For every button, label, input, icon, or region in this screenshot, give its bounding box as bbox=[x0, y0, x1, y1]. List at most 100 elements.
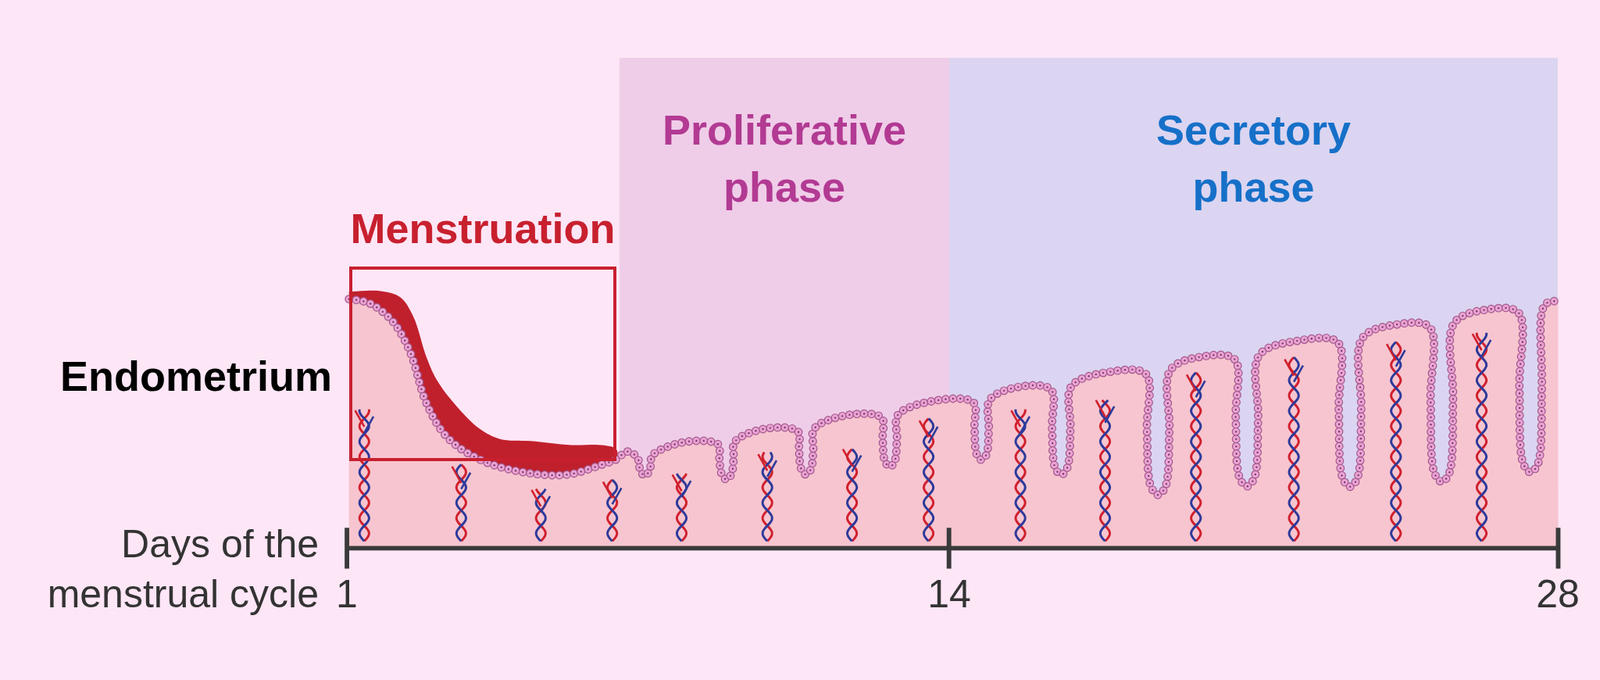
cell-nucleus bbox=[1360, 437, 1362, 440]
cell-nucleus bbox=[1198, 356, 1200, 358]
cell-nucleus bbox=[1056, 470, 1058, 472]
cell-nucleus bbox=[891, 464, 893, 466]
cell-nucleus bbox=[1451, 420, 1454, 422]
epithelial-cell bbox=[591, 463, 600, 472]
epithelial-cell bbox=[892, 425, 901, 434]
epithelial-cell bbox=[1253, 433, 1262, 442]
cell-nucleus bbox=[1146, 460, 1149, 462]
epithelial-cell bbox=[796, 457, 804, 465]
epithelial-cell bbox=[1517, 316, 1526, 325]
cell-nucleus bbox=[1450, 368, 1453, 371]
epithelial-cell bbox=[853, 410, 861, 418]
epithelial-cell bbox=[1253, 389, 1261, 398]
cell-nucleus bbox=[985, 453, 987, 456]
vessel-branch bbox=[842, 449, 853, 466]
epithelial-cell bbox=[1429, 354, 1438, 363]
cell-nucleus bbox=[1212, 353, 1215, 356]
epithelial-cell bbox=[1338, 353, 1347, 362]
cell-nucleus bbox=[1432, 467, 1434, 469]
blood-vessel bbox=[607, 479, 618, 541]
epithelial-cell bbox=[1449, 417, 1458, 425]
epithelial-cell bbox=[1233, 391, 1242, 400]
cell-nucleus bbox=[1520, 355, 1522, 358]
cell-nucleus bbox=[1359, 385, 1361, 388]
epithelial-cell bbox=[795, 442, 804, 450]
epithelial-cell bbox=[1517, 352, 1525, 361]
cell-nucleus bbox=[1358, 378, 1361, 381]
cell-nucleus bbox=[387, 315, 390, 318]
cell-nucleus bbox=[863, 412, 865, 415]
cell-nucleus bbox=[1523, 464, 1525, 467]
epithelial-cell bbox=[1202, 352, 1211, 361]
cell-nucleus bbox=[1051, 412, 1054, 415]
epithelial-cell bbox=[1128, 365, 1137, 374]
blood-vessel bbox=[847, 449, 858, 542]
cell-nucleus bbox=[732, 453, 735, 455]
cell-nucleus bbox=[1339, 386, 1341, 389]
cell-nucleus bbox=[1512, 307, 1515, 310]
cell-nucleus bbox=[1177, 362, 1179, 365]
cell-nucleus bbox=[798, 438, 800, 440]
epithelial-cell bbox=[1449, 395, 1458, 404]
cell-nucleus bbox=[1389, 324, 1391, 326]
cell-nucleus bbox=[414, 367, 417, 369]
epithelial-cell bbox=[1354, 360, 1363, 369]
epithelial-cell bbox=[1209, 350, 1218, 359]
cell-nucleus bbox=[1425, 323, 1427, 325]
epithelial-cell bbox=[1515, 403, 1524, 412]
cell-nucleus bbox=[1451, 325, 1454, 327]
cell-nucleus bbox=[1024, 385, 1026, 387]
cell-nucleus bbox=[1461, 314, 1464, 317]
epithelial-cell bbox=[1188, 354, 1197, 363]
cell-nucleus bbox=[1088, 375, 1090, 377]
cell-nucleus bbox=[1519, 443, 1522, 446]
epithelial-cell bbox=[1357, 405, 1366, 414]
epithelial-cell bbox=[1064, 397, 1073, 406]
epithelial-cell bbox=[781, 423, 790, 432]
cell-nucleus bbox=[877, 414, 879, 417]
cell-nucleus bbox=[1146, 445, 1148, 447]
vessel-branch bbox=[1396, 350, 1406, 367]
epithelial-cell bbox=[1515, 389, 1524, 397]
cell-nucleus bbox=[820, 421, 822, 424]
epithelial-cell bbox=[1162, 479, 1171, 488]
epithelial-cell bbox=[1385, 321, 1394, 330]
cell-nucleus bbox=[1430, 445, 1433, 447]
cell-nucleus bbox=[1067, 400, 1069, 403]
epithelial-cell bbox=[685, 437, 693, 446]
epithelial-cell bbox=[1254, 411, 1263, 420]
epithelial-cell bbox=[1354, 346, 1363, 355]
cell-nucleus bbox=[420, 388, 422, 390]
epithelial-cell bbox=[1480, 306, 1489, 315]
menstrual-blood bbox=[349, 290, 618, 475]
menstruation-box: Menstruation bbox=[349, 266, 617, 461]
cell-nucleus bbox=[1102, 371, 1104, 374]
cell-nucleus bbox=[633, 453, 636, 455]
cell-nucleus bbox=[1539, 343, 1542, 346]
cell-nucleus bbox=[1450, 332, 1452, 334]
cell-nucleus bbox=[1455, 318, 1458, 321]
epithelial-cell bbox=[1357, 434, 1365, 443]
cell-nucleus bbox=[1068, 452, 1071, 454]
epithelial-cell bbox=[359, 297, 368, 306]
cell-nucleus bbox=[1540, 417, 1543, 419]
cell-nucleus bbox=[974, 445, 976, 447]
cell-nucleus bbox=[1360, 444, 1362, 447]
cell-nucleus bbox=[1349, 485, 1351, 488]
epithelial-cell bbox=[1066, 427, 1075, 436]
cell-nucleus bbox=[915, 403, 918, 406]
epithelial-cell bbox=[1314, 333, 1323, 342]
epithelial-cell bbox=[1050, 395, 1058, 404]
cell-nucleus bbox=[791, 427, 793, 429]
cell-nucleus bbox=[1052, 405, 1054, 408]
epithelial-cell bbox=[1357, 442, 1365, 450]
epithelial-cell bbox=[1428, 457, 1436, 465]
axis-title: Days of the menstrual cycle bbox=[6, 518, 319, 619]
cell-nucleus bbox=[1051, 390, 1054, 393]
vessel-branch bbox=[355, 410, 365, 427]
cell-nucleus bbox=[1553, 300, 1555, 302]
cell-nucleus bbox=[439, 427, 441, 429]
epithelial-cell bbox=[1234, 368, 1243, 377]
cell-nucleus bbox=[1540, 432, 1543, 434]
cell-nucleus bbox=[811, 461, 814, 464]
